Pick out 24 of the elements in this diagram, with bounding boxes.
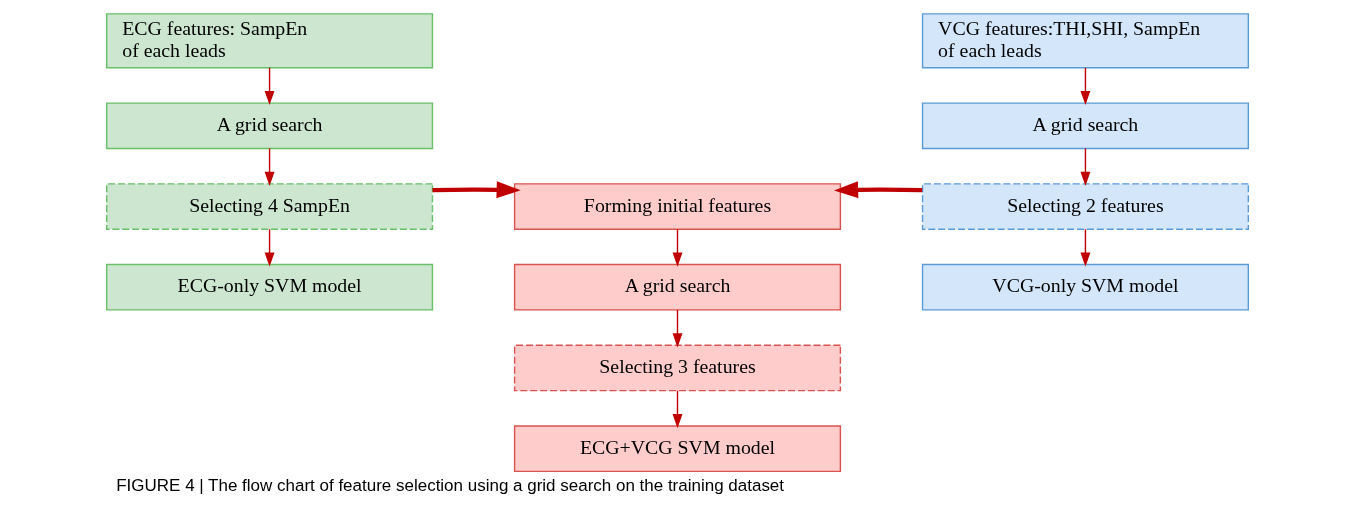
- arrow: [672, 228, 683, 267]
- node-box: VCG features:THI,SHI, SampEn of each leads: [921, 13, 1250, 69]
- caption: FIGURE 4 | The flow chart of feature selection using a grid search on the training dataset: [116, 475, 785, 495]
- arrow: [672, 390, 683, 429]
- node-box: Selecting 4 SampEn: [105, 183, 434, 230]
- node-box: A grid search: [921, 102, 1250, 150]
- node-box: ECG+VCG SVM model: [513, 425, 842, 473]
- node-box: VCG-only SVM model: [921, 263, 1250, 311]
- arrow: [432, 181, 521, 199]
- arrow: [1080, 228, 1091, 267]
- arrow: [264, 228, 275, 267]
- arrow: [1080, 67, 1091, 106]
- node-box: ECG features: SampEn of each leads: [105, 13, 434, 69]
- node-box: Selecting 2 features: [921, 183, 1250, 230]
- arrow: [672, 309, 683, 348]
- node-box: A grid search: [513, 263, 842, 311]
- arrow: [1080, 147, 1091, 186]
- node-box: A grid search: [105, 102, 434, 150]
- arrow: [834, 181, 923, 199]
- node-box: Selecting 3 features: [513, 344, 842, 392]
- node-box: Forming initial features: [513, 183, 842, 230]
- node-box: ECG-only SVM model: [105, 263, 434, 311]
- arrow: [264, 67, 275, 106]
- arrow: [264, 147, 275, 186]
